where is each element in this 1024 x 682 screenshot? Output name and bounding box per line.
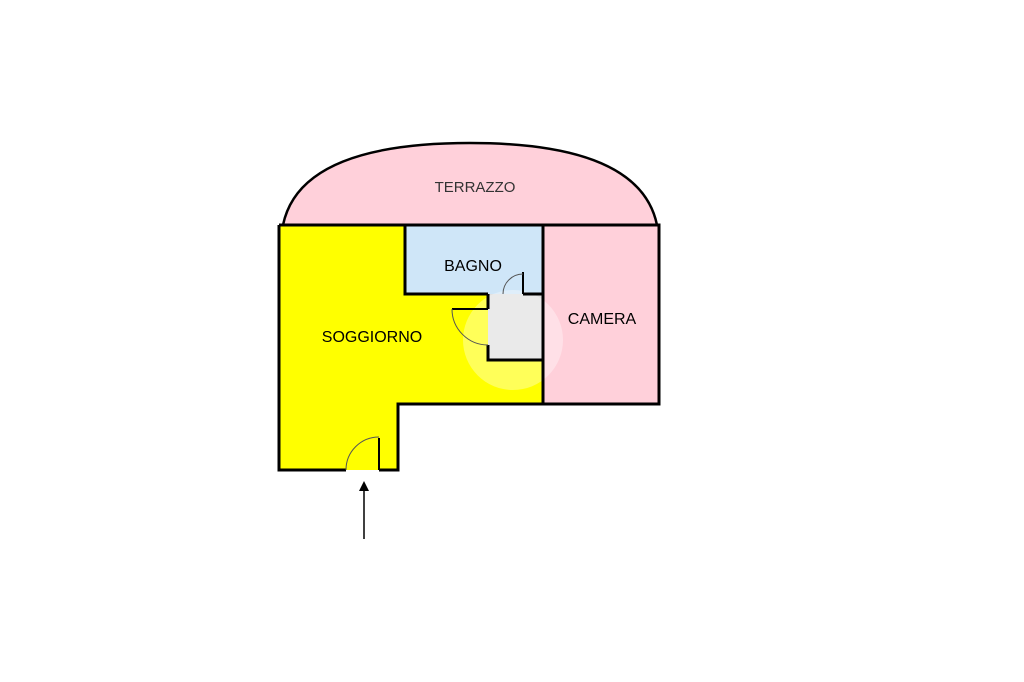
terrazzo-area xyxy=(281,141,659,227)
camera-label: CAMERA xyxy=(568,311,637,328)
disimpegno-door-arc xyxy=(451,308,489,346)
disimpegno-area xyxy=(488,294,543,360)
entrance-door-arc xyxy=(345,436,380,471)
soggiorno-label: SOGGIORNO xyxy=(322,329,422,346)
walls xyxy=(277,223,661,472)
home-watermark-icon xyxy=(463,290,563,390)
camera-area xyxy=(543,225,659,404)
bagno-area xyxy=(405,225,543,294)
bagno-label: BAGNO xyxy=(444,258,502,275)
bagno-door-arc xyxy=(502,273,524,295)
soggiorno-area xyxy=(279,225,543,470)
terrazzo-label: TERRAZZO xyxy=(435,179,516,196)
arrow-up-icon xyxy=(359,481,369,539)
door-symbols xyxy=(345,272,524,471)
